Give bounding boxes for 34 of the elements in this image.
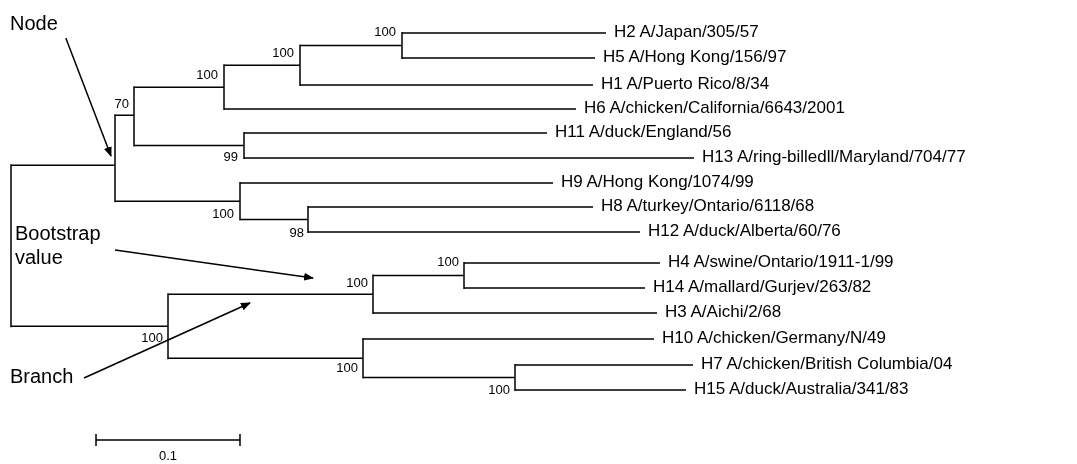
taxon-label: H10 A/chicken/Germany/N/49 — [662, 328, 886, 348]
taxon-label: H8 A/turkey/Ontario/6118/68 — [601, 196, 815, 216]
taxon-label: H6 A/chicken/California/6643/2001 — [584, 98, 845, 118]
bootstrap-value: 100 — [212, 206, 234, 221]
arrow — [114, 249, 314, 281]
taxon-label: H9 A/Hong Kong/1074/99 — [561, 172, 754, 192]
bootstrap-value: 100 — [336, 360, 358, 375]
arrow — [65, 37, 112, 157]
bootstrap-value: 100 — [437, 254, 459, 269]
bootstrap-value: 99 — [223, 149, 238, 164]
bootstrap-value: 100 — [196, 67, 218, 82]
bootstrap-value: 100 — [272, 45, 294, 60]
taxon-label: H15 A/duck/Australia/341/83 — [694, 379, 909, 399]
bootstrap-value: 100 — [374, 24, 396, 39]
taxon-label: H7 A/chicken/British Columbia/04 — [701, 354, 953, 374]
taxon-label: H1 A/Puerto Rico/8/34 — [601, 74, 770, 94]
taxon-label: H5 A/Hong Kong/156/97 — [603, 47, 787, 67]
taxon-label: H13 A/ring-billedll/Maryland/704/77 — [702, 147, 966, 167]
bootstrap-value: 70 — [114, 96, 129, 111]
taxon-label: H3 A/Aichi/2/68 — [665, 302, 782, 322]
arrow — [83, 302, 251, 379]
bootstrap-value: 100 — [346, 275, 368, 290]
taxon-label: H4 A/swine/Ontario/1911-1/99 — [668, 252, 894, 272]
taxon-label: H12 A/duck/Alberta/60/76 — [648, 221, 841, 241]
callout-label: Branch — [10, 364, 74, 388]
taxon-label: H14 A/mallard/Gurjev/263/82 — [653, 277, 872, 297]
bootstrap-value: 98 — [289, 225, 304, 240]
callout-label: Node — [10, 11, 58, 35]
bootstrap-value: 100 — [141, 330, 163, 345]
taxon-label: H11 A/duck/England/56 — [555, 122, 732, 142]
bootstrap-value: 100 — [488, 382, 510, 397]
taxon-label: H2 A/Japan/305/57 — [614, 22, 759, 42]
callout-label: Bootstrap value — [15, 221, 102, 269]
scale-label: 0.1 — [158, 448, 178, 463]
